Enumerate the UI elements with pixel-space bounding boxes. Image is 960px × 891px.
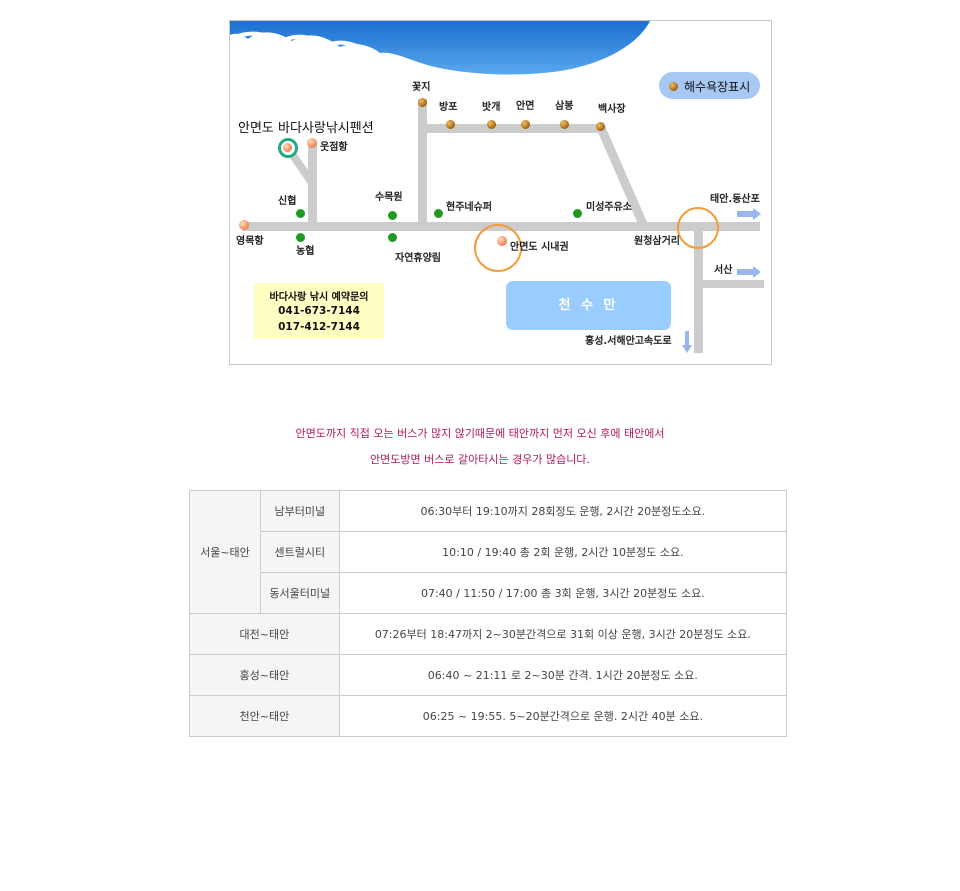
label-nonghyeop: 농협	[296, 246, 315, 257]
beach-kkotji-marker	[418, 98, 427, 107]
label-ujeomhang: 웃점항	[320, 142, 348, 153]
label-hyeonju-super: 현주네슈퍼	[446, 202, 492, 213]
table-row: 동서울터미널 07:40 / 11:50 / 17:00 총 3회 운행, 3시…	[190, 572, 788, 614]
beach-baeksajang-marker	[596, 122, 605, 131]
notice-line-1: 안면도까지 직접 오는 버스가 많지 않기때문에 태안까지 먼저 오신 후에 태…	[295, 427, 665, 440]
road-east-vertical	[694, 225, 703, 353]
beach-anmyeon-marker	[521, 120, 530, 129]
road-seosan	[700, 280, 764, 288]
beach-sambong-marker	[560, 120, 569, 129]
table-row: 센트럴시티 10:10 / 19:40 총 2회 운행, 2시간 10분정도 소…	[190, 531, 788, 573]
yeongmokhang-marker	[239, 220, 249, 230]
label-miseong-gas: 미성주유소	[586, 202, 632, 213]
terminal-cell: 남부터미널	[259, 490, 340, 532]
schedule-cell: 07:40 / 11:50 / 17:00 총 3회 운행, 3시간 20분정도…	[338, 572, 788, 614]
forest-marker	[388, 233, 397, 242]
beach-marker-icon	[669, 82, 678, 91]
ujeomhang-marker	[307, 138, 317, 148]
town-area-circle	[474, 224, 522, 272]
sumogwon-marker	[388, 211, 397, 220]
label-baeksajang: 백사장	[598, 104, 626, 115]
terminal-cell: 동서울터미널	[259, 572, 340, 614]
label-taean-dongsanpo: 태안.동산포	[710, 194, 760, 205]
beach-bitgae-marker	[487, 120, 496, 129]
route-cell: 서울~태안	[189, 490, 261, 614]
road-north-horizontal	[418, 124, 603, 133]
contact-phone-2: 017-412-7144	[278, 321, 360, 333]
junction-circle	[677, 207, 719, 249]
label-bangpo: 방포	[439, 102, 458, 113]
beach-bangpo-marker	[446, 120, 455, 129]
label-kkotji: 꽃지	[412, 82, 431, 93]
label-sumogwon: 수목원	[375, 192, 403, 203]
schedule-cell: 07:26부터 18:47까지 2~30분간격으로 31회 이상 운행, 3시간…	[338, 613, 788, 655]
route-cell: 홍성~태안	[189, 654, 340, 696]
beach-legend-label: 해수욕장표시	[684, 80, 751, 94]
bus-schedule-table: 서울~태안 남부터미널 06:30부터 19:10까지 28회정도 운행, 2시…	[189, 490, 788, 737]
nonghyeop-marker	[296, 233, 305, 242]
pension-title: 안면도 바다사랑낚시펜션	[238, 121, 374, 136]
hyeonju-super-marker	[434, 209, 443, 218]
cheonsuman-bay	[506, 281, 671, 330]
schedule-cell: 06:40 ~ 21:11 로 2~30분 간격. 1시간 20분정도 소요.	[338, 654, 788, 696]
location-map: 해수욕장표시 안면도 바다사랑낚시펜션 꽃지 방포 밧개 안면 삼봉 백사장 웃…	[229, 20, 772, 365]
label-seosan: 서산	[714, 265, 733, 276]
label-forest: 자연휴양림	[395, 253, 441, 264]
route-cell: 대전~태안	[189, 613, 340, 655]
contact-phone-1: 041-673-7144	[278, 305, 360, 317]
arrow-down-icon	[682, 331, 692, 353]
reservation-contact-box: 바다사랑 낚시 예약문의 041-673-7144 017-412-7144	[254, 283, 384, 339]
table-row: 천안~태안 06:25 ~ 19:55. 5~20분간격으로 운행. 2시간 4…	[189, 695, 788, 737]
label-hongseong-expressway: 홍성.서해안고속도로	[585, 336, 672, 347]
label-yeongmokhang: 영목항	[236, 236, 264, 247]
label-sambong: 삼봉	[555, 101, 574, 112]
pension-dot	[283, 143, 292, 152]
road-ujeom-vertical	[308, 141, 317, 225]
arrow-right-icon	[737, 266, 761, 278]
schedule-cell: 06:25 ~ 19:55. 5~20분간격으로 운행. 2시간 40분 소요.	[338, 695, 788, 737]
schedule-cell: 06:30부터 19:10까지 28회정도 운행, 2시간 20분정도소요.	[338, 490, 788, 532]
label-woncheong-junction: 원청삼거리	[634, 236, 680, 247]
notice-line-2: 안면도방면 버스로 갈아타시는 경우가 많습니다.	[370, 453, 590, 466]
road-kkotji-vertical	[418, 99, 427, 225]
label-anmyeon: 안면	[516, 101, 535, 112]
label-sinhyeop: 신협	[278, 196, 297, 207]
label-anmyeon-town: 안면도 시내권	[510, 242, 569, 253]
label-bitgae: 밧개	[482, 102, 501, 113]
table-row: 서울~태안 남부터미널 06:30부터 19:10까지 28회정도 운행, 2시…	[189, 490, 788, 614]
table-row: 홍성~태안 06:40 ~ 21:11 로 2~30분 간격. 1시간 20분정…	[189, 654, 788, 696]
sinhyeop-marker	[296, 209, 305, 218]
terminal-cell: 센트럴시티	[259, 531, 340, 573]
schedule-cell: 10:10 / 19:40 총 2회 운행, 2시간 10분정도 소요.	[338, 531, 788, 573]
sea-shape	[230, 21, 650, 75]
table-row: 대전~태안 07:26부터 18:47까지 2~30분간격으로 31회 이상 운…	[189, 613, 788, 655]
route-cell: 천안~태안	[189, 695, 340, 737]
miseong-gas-marker	[573, 209, 582, 218]
arrow-right-icon	[737, 208, 761, 220]
cheonsuman-bay-label: 천 수 만	[558, 298, 619, 313]
contact-title: 바다사랑 낚시 예약문의	[269, 292, 369, 303]
